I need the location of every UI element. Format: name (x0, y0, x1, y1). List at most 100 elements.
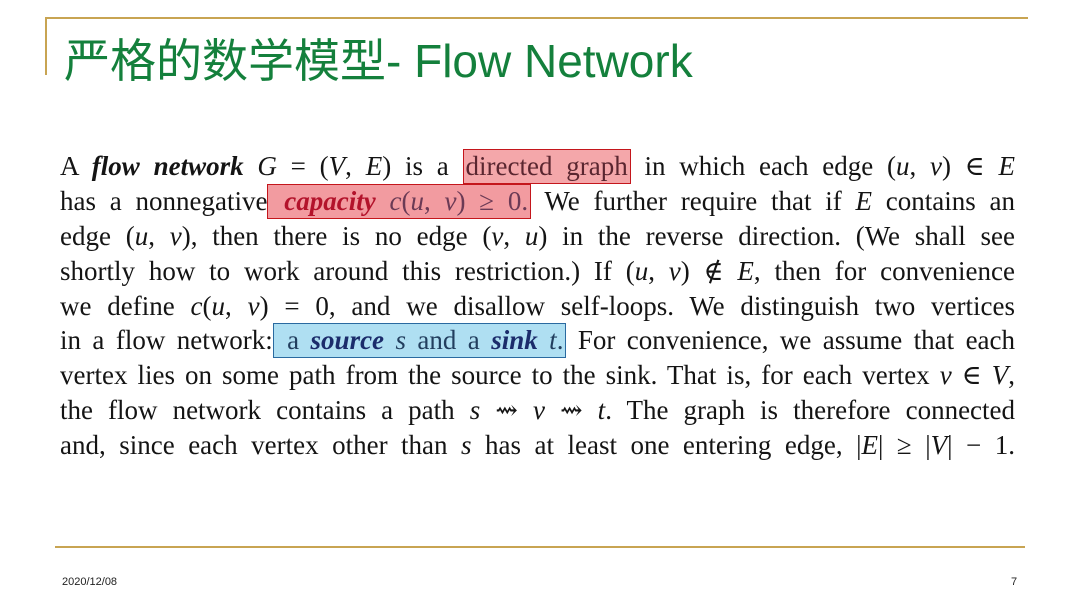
body-text: ∈ (951, 360, 992, 391)
math-variable: c (389, 185, 402, 216)
body-text: we define (60, 290, 191, 321)
body-text: the flow network contains a path (60, 395, 470, 426)
body-text: edge ( (60, 220, 135, 251)
math-variable: v (939, 360, 952, 391)
body-line-4: shortly how to work around this restrict… (60, 254, 1015, 289)
body-text (244, 151, 258, 181)
body-line-7: vertex lies on some path from the source… (60, 358, 1015, 393)
math-variable: E (998, 151, 1016, 181)
body-text: ⇝ (544, 395, 598, 426)
body-text: , (1008, 360, 1015, 391)
body-text: ) in the reverse direction. (We shall se… (538, 220, 1015, 251)
math-variable: u (410, 185, 424, 216)
math-variable: s (395, 325, 406, 356)
body-line-8: the flow network contains a path s ⇝ v ⇝… (60, 393, 1015, 428)
body-text: has at least one entering edge, | (471, 430, 862, 461)
math-variable: t (597, 395, 606, 426)
footer-date: 2020/12/08 (62, 576, 118, 588)
body-text: ), then there is no edge ( (181, 220, 492, 251)
body-text: contains an (871, 185, 1015, 216)
body-text: , (909, 151, 931, 181)
math-variable: v (930, 151, 942, 181)
body-text: , (503, 220, 525, 251)
math-variable: v (668, 255, 681, 286)
body-text (376, 186, 390, 216)
body-text: | − 1. (947, 430, 1015, 461)
math-variable: c (190, 290, 203, 321)
body-text: . The graph is therefore connected (605, 395, 1016, 426)
math-variable: v (169, 220, 182, 251)
highlight-box-3: a source s and a sink t. (272, 323, 567, 359)
body-text: ( (202, 290, 212, 321)
body-line-5: we define c(u, v) = 0, and we disallow s… (60, 289, 1015, 324)
body-line-6: in a flow network: a source s and a sink… (60, 323, 1016, 359)
slide-title: 严格的数学模型- Flow Network (64, 35, 693, 87)
body-text: = ( (276, 151, 329, 181)
body-text: , (225, 290, 248, 321)
title-left-rule (45, 17, 47, 75)
body-line-2: has a nonnegative capacity c(u, v) ≥ 0. … (60, 183, 1015, 219)
math-variable: u (524, 220, 539, 251)
defined-term: flow network (91, 151, 244, 181)
body-text: ⇝ (480, 395, 533, 426)
defined-term: source (310, 325, 385, 356)
math-variable: v (532, 395, 545, 426)
page-number: 7 (1011, 576, 1018, 588)
body-text: in which each edge ( (630, 151, 896, 181)
highlight-box-2: capacity c(u, v) ≥ 0. (267, 183, 532, 219)
math-variable: u (211, 290, 226, 321)
body-text: has a nonnegative (60, 185, 268, 216)
body-text: . (556, 325, 564, 356)
body-paragraph: A flow network G = (V, E) is a directed … (60, 149, 1015, 463)
body-text: ( (401, 185, 411, 216)
math-variable: v (491, 220, 504, 251)
body-text (384, 325, 395, 355)
body-text: in a flow network: (60, 325, 273, 356)
body-line-3: edge (u, v), then there is no edge (v, u… (60, 219, 1015, 254)
body-text: A (60, 151, 92, 181)
math-variable: E (855, 185, 872, 216)
body-line-9: and, since each vertex other than s has … (60, 428, 1015, 463)
body-text: ) = 0, and we disallow self-loops. We di… (259, 290, 1015, 321)
math-variable: E (365, 151, 383, 181)
math-variable: s (461, 430, 472, 461)
body-text: ) ≥ 0. (456, 185, 529, 216)
body-text: and a (405, 325, 492, 356)
math-variable: V (930, 430, 948, 461)
math-variable: t (549, 325, 557, 356)
highlight-box-1: directed graph (462, 149, 631, 184)
math-variable: s (469, 395, 481, 426)
math-variable: v (444, 185, 457, 216)
body-text: directed graph (465, 151, 628, 181)
math-variable: u (634, 255, 649, 286)
body-text: | ≥ | (878, 430, 931, 461)
math-variable: E (737, 255, 754, 286)
body-text: and, since each vertex other than (60, 430, 462, 461)
body-text: ) ∈ (942, 151, 999, 181)
body-text: ) ∉ (680, 255, 738, 286)
body-line-1: A flow network G = (V, E) is a directed … (60, 149, 1015, 184)
footer-rule (55, 546, 1025, 548)
math-variable: V (991, 360, 1009, 391)
body-text: ) is a (382, 151, 463, 181)
body-text: , (648, 255, 669, 286)
body-text: vertex lies on some path from the source… (60, 360, 940, 391)
math-variable: G (257, 151, 277, 181)
body-text: , (148, 220, 170, 251)
body-text: , then for convenience (753, 255, 1016, 286)
body-text: a (275, 325, 311, 356)
math-variable: V (328, 151, 346, 181)
body-text: We further require that if (531, 185, 856, 216)
defined-term: capacity (270, 185, 376, 216)
math-variable: u (134, 220, 149, 251)
math-variable: u (895, 151, 910, 181)
body-text: , (423, 185, 445, 216)
math-variable: E (861, 430, 879, 461)
math-variable: v (247, 290, 260, 321)
body-text: shortly how to work around this restrict… (60, 255, 635, 286)
body-text: , (345, 151, 366, 181)
defined-term: sink (491, 325, 538, 356)
top-rule (45, 17, 1028, 19)
body-text (538, 325, 549, 355)
body-text: For convenience, we assume that each (566, 325, 1016, 356)
